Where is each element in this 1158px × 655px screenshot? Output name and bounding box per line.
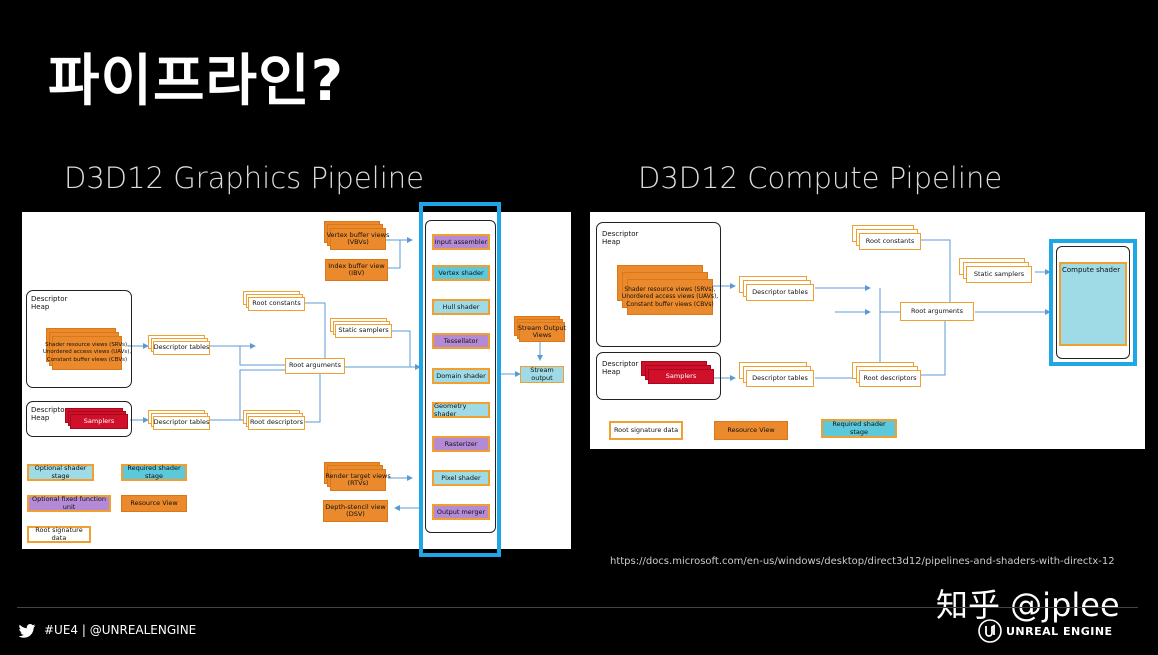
slide-title: 파이프라인?	[48, 49, 345, 114]
pipeline-stage-column	[425, 220, 496, 533]
stream-output-views: Stream Output Views	[514, 316, 566, 342]
compute-pipeline-heading: D3D12 Compute Pipeline	[638, 161, 1003, 195]
brand-name: UNREAL ENGINE	[1006, 625, 1113, 638]
legend-optional-fixed-function-unit: Optional fixed function unit	[27, 495, 111, 512]
compute-legend-required-shader-stage: Required shader stage	[821, 419, 897, 438]
samplers-stack: Samplers	[65, 408, 128, 429]
legend-root-signature-data: Root signature data	[27, 526, 91, 543]
compute-samplers-stack: Samplers	[641, 361, 714, 384]
compute-pipeline-highlight	[1049, 239, 1137, 366]
descriptor-heap-label: Descriptor Heap	[31, 406, 68, 422]
compute-descriptor-tables-2: Descriptor tables	[739, 362, 814, 387]
descriptor-tables-1: Descriptor tables	[148, 335, 210, 355]
compute-static-samplers: Static samplers	[959, 258, 1032, 283]
legend-resource-view: Resource View	[121, 495, 187, 512]
descriptor-heap-label: Descriptor Heap	[31, 295, 68, 311]
compute-shader-box	[1059, 262, 1127, 346]
stage-hull-shader: Hull shader	[432, 299, 490, 315]
compute-descriptor-heap-sampler-box	[596, 352, 721, 400]
unreal-logo-icon	[978, 619, 1002, 643]
static-samplers: Static samplers	[330, 318, 392, 338]
root-descriptors: Root descriptors	[243, 410, 305, 430]
graphics-pipeline-heading: D3D12 Graphics Pipeline	[64, 161, 425, 195]
render-target-views: Render target views (RTVs)	[324, 462, 391, 491]
stage-input-assembler: Input assembler	[432, 234, 490, 250]
stage-tessellator: Tessellator	[432, 333, 490, 349]
root-constants: Root constants	[243, 291, 305, 311]
compute-descriptor-heap-srv-box	[596, 222, 721, 347]
compute-descriptor-heap-label: Descriptor Heap	[602, 230, 639, 246]
stage-output-merger: Output merger	[432, 504, 490, 520]
root-arguments: Root arguments	[285, 358, 345, 374]
descriptor-heap-sampler-box	[26, 401, 132, 437]
twitter-icon	[18, 623, 36, 638]
legend-required-shader-stage: Required shader stage	[121, 464, 187, 481]
depth-stencil-view: Depth-stencil view (DSV)	[323, 500, 388, 522]
compute-legend-resource-view: Resource View	[714, 421, 788, 440]
stage-geometry-shader: Geometry shader	[432, 402, 490, 418]
stage-domain-shader: Domain shader	[432, 368, 490, 384]
legend-optional-shader-stage: Optional shader stage	[27, 464, 94, 481]
graphics-pipeline-highlight	[419, 202, 501, 557]
index-buffer-view: Index buffer view (IBV)	[325, 259, 388, 281]
compute-shader-label: Compute shader	[1062, 266, 1121, 274]
descriptor-tables-2: Descriptor tables	[148, 410, 210, 430]
descriptor-heap-srv-box	[26, 290, 132, 388]
compute-descriptor-tables-1: Descriptor tables	[739, 276, 814, 301]
compute-root-arguments: Root arguments	[900, 302, 974, 321]
srv-uav-cbv-views: Shader resource views (SRVs), Unordered …	[43, 328, 131, 370]
compute-legend-root-signature-data: Root signature data	[609, 421, 683, 440]
stage-pixel-shader: Pixel shader	[432, 470, 490, 486]
compute-root-constants: Root constants	[852, 225, 921, 250]
zhihu-watermark: 知乎 @jplee	[936, 586, 1120, 624]
stage-rasterizer: Rasterizer	[432, 436, 490, 452]
stage-vertex-shader: Vertex shader	[432, 265, 490, 281]
compute-root-descriptors: Root descriptors	[852, 362, 921, 387]
compute-descriptor-heap-label: Descriptor Heap	[602, 360, 639, 376]
compute-srv-uav-cbv-views: Shader resource views (SRVs), Unordered …	[617, 265, 718, 315]
vertex-buffer-views: Vertex buffer views (VBVs)	[324, 221, 389, 250]
footer-divider	[17, 607, 1138, 608]
social-handle: #UE4 | @UNREALENGINE	[44, 623, 197, 637]
source-url[interactable]: https://docs.microsoft.com/en-us/windows…	[610, 556, 1115, 567]
stream-output: Stream output	[520, 366, 564, 383]
